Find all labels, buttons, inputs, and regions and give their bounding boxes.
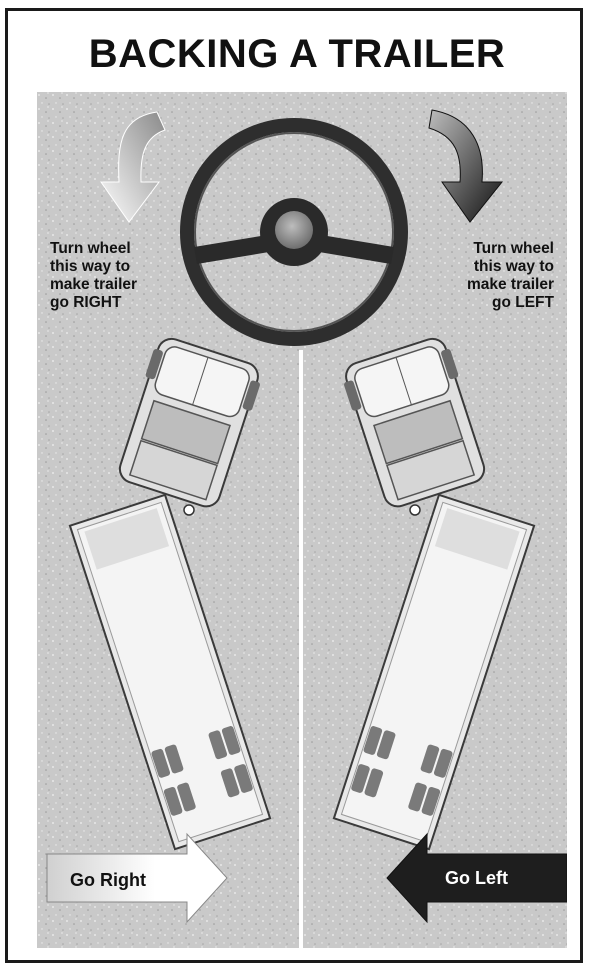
road-scene xyxy=(37,92,567,948)
page-title: BACKING A TRAILER xyxy=(0,32,594,77)
center-line xyxy=(299,350,303,948)
caption-right: Turn wheel this way to make trailer go L… xyxy=(404,240,554,312)
go-right-label: Go Right xyxy=(70,870,146,891)
go-left-label: Go Left xyxy=(445,868,508,889)
caption-left: Turn wheel this way to make trailer go R… xyxy=(50,240,190,312)
